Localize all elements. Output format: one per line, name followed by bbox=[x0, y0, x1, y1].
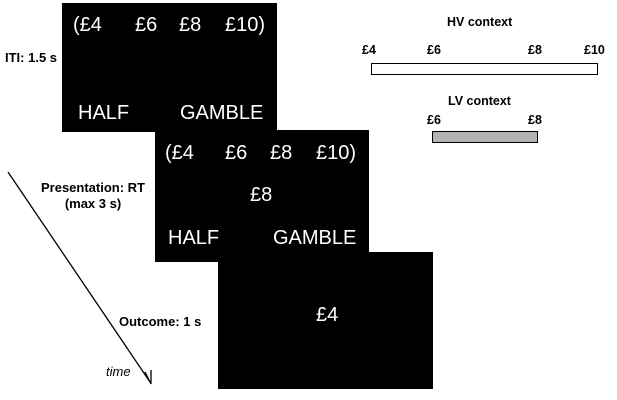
outcome-screen: £4 bbox=[218, 252, 433, 389]
iti-label: ITI: 1.5 s bbox=[5, 50, 58, 65]
lv-range-bar bbox=[432, 131, 538, 143]
lv-context-title: LV context bbox=[448, 94, 511, 108]
lv-tick-8: £8 bbox=[528, 113, 542, 127]
time-label: time bbox=[106, 364, 131, 379]
iti-gamble-option: GAMBLE bbox=[180, 102, 264, 124]
presentation-half-option: HALF bbox=[168, 227, 220, 249]
hv-range-bar bbox=[371, 63, 598, 75]
iti-screen: (£4 £6 £8 £10) HALF GAMBLE bbox=[62, 3, 277, 132]
presentation-option-10: £10) bbox=[316, 142, 357, 164]
hv-tick-4: £4 bbox=[362, 43, 376, 57]
hv-tick-10: £10 bbox=[584, 43, 605, 57]
iti-half-option: HALF bbox=[78, 102, 130, 124]
presentation-screen: (£4 £6 £8 £10) £8 HALF GAMBLE bbox=[155, 130, 369, 262]
hv-context-title: HV context bbox=[447, 15, 513, 29]
hv-tick-8: £8 bbox=[528, 43, 542, 57]
presentation-option-4: (£4 bbox=[165, 142, 194, 164]
presentation-option-6: £6 bbox=[225, 142, 248, 164]
presentation-gamble-option: GAMBLE bbox=[273, 227, 357, 249]
lv-tick-6: £6 bbox=[427, 113, 441, 127]
presentation-offer-value: £8 bbox=[250, 184, 273, 206]
outcome-value: £4 bbox=[316, 304, 339, 326]
iti-option-10: £10) bbox=[225, 14, 266, 36]
presentation-label-line2: (max 3 s) bbox=[64, 196, 122, 212]
outcome-label: Outcome: 1 s bbox=[119, 314, 202, 329]
hv-tick-6: £6 bbox=[427, 43, 441, 57]
iti-option-8: £8 bbox=[179, 14, 202, 36]
iti-option-4: (£4 bbox=[73, 14, 102, 36]
presentation-option-8: £8 bbox=[270, 142, 293, 164]
iti-option-6: £6 bbox=[135, 14, 158, 36]
presentation-label-line1: Presentation: RT bbox=[40, 180, 145, 195]
presentation-label: Presentation: RT (max 3 s) bbox=[34, 180, 152, 213]
